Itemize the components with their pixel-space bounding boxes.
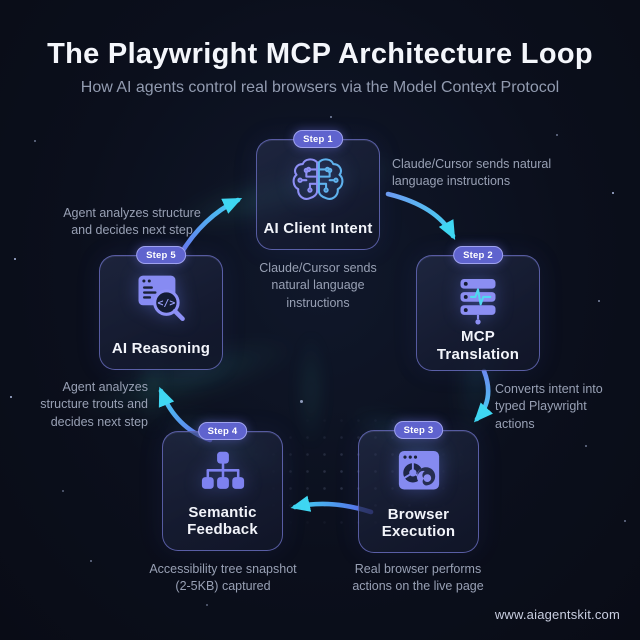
step-1-badge: Step 1: [293, 130, 343, 148]
annotation-step4-to-step5: Agent analyzes structure trouts and deci…: [40, 380, 148, 429]
brain-circuit-icon: [289, 156, 347, 208]
page-title: The Playwright MCP Architecture Loop: [47, 38, 593, 70]
annotation-step1-to-step2: Claude/Cursor sends natural language ins…: [392, 157, 552, 189]
step-card-browser-execution: Step 3 Browser Execution: [358, 421, 479, 553]
step-card-semantic-feedback: Step 4 Semantic Feedback: [162, 422, 283, 551]
annotation-center: Claude/Cursor sends natural language ins…: [259, 261, 377, 310]
step-card-ai-client-intent: Step 1 AI Client Intent: [256, 130, 380, 250]
step-2-label: MCP Translation: [436, 328, 520, 363]
step-card-ai-reasoning: Step 5 </> AI Reasoning: [99, 246, 223, 370]
annotation-step2-to-step3: Converts intent into typed Playwright ac…: [495, 382, 603, 431]
server-stack-icon: [450, 272, 506, 328]
step-4-badge: Step 4: [197, 422, 248, 440]
step-5-label: AI Reasoning: [111, 340, 211, 358]
website-url: www.aiagentskit.com: [494, 607, 620, 622]
annotation-step5-to-step1: Agent analyzes structure and decides nex…: [63, 206, 201, 238]
tree-hierarchy-icon: [196, 448, 250, 496]
arrow-step1-to-step2: [385, 191, 456, 241]
step-4-label: Semantic Feedback: [187, 503, 258, 539]
annotation-step4-caption: Accessibility tree snapshot (2-5KB) capt…: [149, 562, 297, 594]
step-2-badge: Step 2: [453, 246, 503, 264]
code-search-icon: </>: [132, 272, 190, 326]
step-3-label: Browser Execution: [381, 505, 456, 541]
step-card-mcp-translation: Step 2 MCP Translation: [416, 246, 540, 371]
annotation-step3-caption: Real browser performs actions on the liv…: [352, 562, 484, 594]
step-3-badge: Step 3: [393, 421, 444, 439]
browser-logos-icon: [391, 447, 447, 497]
step-1-label: AI Client Intent: [263, 220, 373, 238]
arrow-step2-to-step3: [473, 368, 493, 423]
step-5-badge: Step 5: [136, 246, 186, 264]
svg-text:</>: </>: [157, 298, 175, 309]
page-subtitle: How AI agents control real browsers via …: [80, 79, 560, 96]
